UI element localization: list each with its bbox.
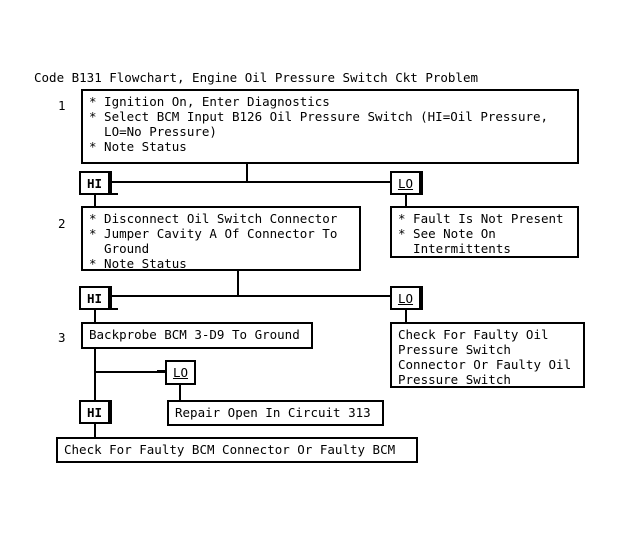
connector-bus-1: [110, 181, 404, 183]
branch-tag-hi-2-tab-foot: [110, 308, 118, 310]
step-number-3: 3: [58, 330, 66, 345]
branch-tag-hi-1-tab: [110, 171, 112, 195]
page-title: Code B131 Flowchart, Engine Oil Pressure…: [34, 70, 479, 85]
branch-tag-hi-1-label: HI: [86, 175, 103, 191]
branch-tag-hi-1-tab-foot: [110, 193, 118, 195]
branch-tag-hi-2: HI: [79, 286, 110, 310]
branch-tag-lo-3-label: LO: [172, 365, 189, 380]
branch-tag-hi-3: HI: [79, 400, 110, 424]
connector-step2-down: [237, 271, 239, 295]
connector-step3-to-lo: [94, 371, 165, 373]
branch-tag-lo-2-tab: [421, 286, 423, 310]
branch-tag-hi-1: HI: [79, 171, 110, 195]
step-3-box: Backprobe BCM 3-D9 To Ground: [81, 322, 313, 349]
check-bcm-box: Check For Faulty BCM Connector Or Faulty…: [56, 437, 418, 463]
branch-tag-hi-3-label: HI: [86, 404, 103, 420]
step-2-box: * Disconnect Oil Switch Connector * Jump…: [81, 206, 361, 271]
step-number-1: 1: [58, 98, 66, 113]
connector-lo2-to-faulty-switch: [405, 310, 407, 322]
faulty-oil-switch-box: Check For Faulty Oil Pressure Switch Con…: [390, 322, 585, 388]
branch-tag-lo-1-label: LO: [397, 175, 414, 191]
connector-step3-spine: [94, 349, 96, 403]
branch-tag-hi-2-tab: [110, 286, 112, 310]
branch-tag-lo-1-tab-foot: [413, 193, 421, 195]
connector-lo1-to-fault-box: [405, 195, 407, 207]
step-number-2: 2: [58, 216, 66, 231]
fault-not-present-box: * Fault Is Not Present * See Note On Int…: [390, 206, 579, 258]
connector-hi1-to-step2: [94, 195, 96, 207]
branch-tag-lo-1: LO: [390, 171, 421, 195]
branch-tag-lo-3: LO: [165, 360, 196, 385]
connector-bus-2: [110, 295, 404, 297]
repair-open-box: Repair Open In Circuit 313: [167, 400, 384, 426]
branch-tag-lo-1-tab: [421, 171, 423, 195]
connector-lo3-to-repair: [179, 385, 181, 401]
branch-tag-hi-2-label: HI: [86, 290, 103, 306]
branch-tag-lo-2: LO: [390, 286, 421, 310]
branch-tag-lo-2-label: LO: [397, 290, 414, 306]
branch-tag-lo-2-tab-foot: [413, 308, 421, 310]
connector-hi2-to-step3: [94, 310, 96, 323]
branch-tag-hi-3-tab: [110, 400, 112, 424]
connector-hi3-to-final: [94, 424, 96, 438]
branch-tag-lo-3-tab-left: [157, 370, 165, 372]
step-1-box: * Ignition On, Enter Diagnostics * Selec…: [81, 89, 579, 164]
connector-step1-down: [246, 164, 248, 183]
